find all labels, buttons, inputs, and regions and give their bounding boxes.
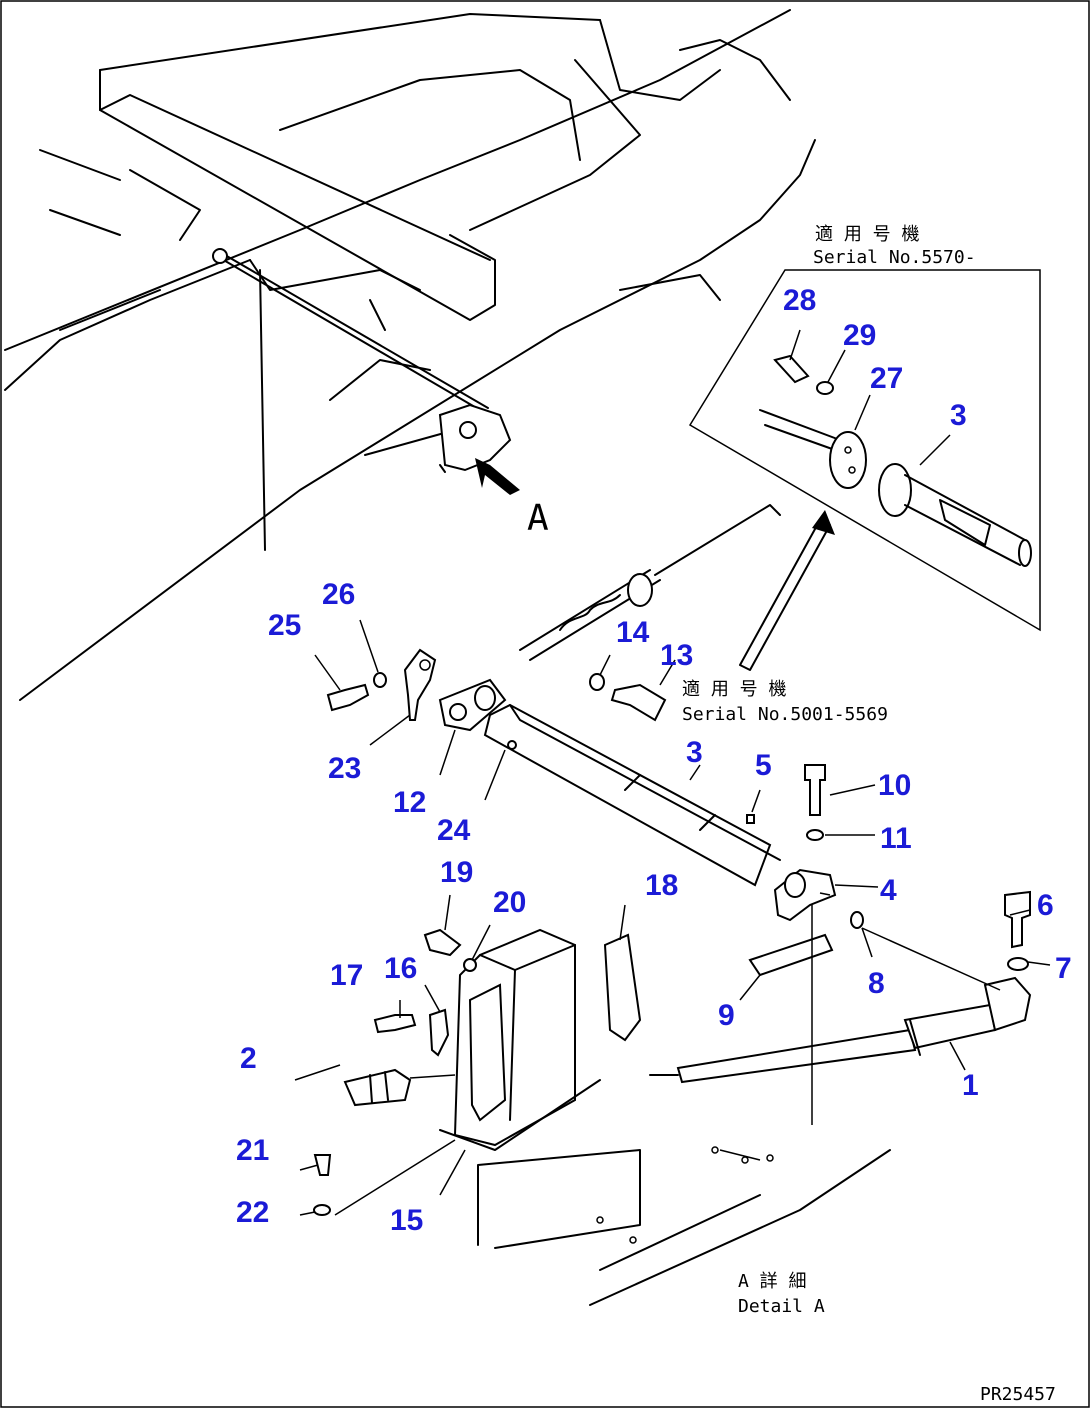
view-label: A: [527, 498, 549, 539]
bracket-18: [603, 933, 642, 1042]
serial-lower: Serial No.5001-5569: [682, 704, 888, 725]
callout-1: 1: [962, 1069, 979, 1102]
shaft-3: [483, 703, 781, 887]
callout-2: 2: [240, 1042, 257, 1075]
detail-label-jp: A 詳 細: [738, 1271, 807, 1292]
figure-code: PR25457: [980, 1384, 1056, 1405]
callout-17: 17: [330, 959, 363, 992]
serial-upper: Serial No.5570-: [813, 247, 976, 268]
leader-lines: [294, 329, 1051, 1216]
bolt-13: [610, 683, 667, 722]
bolt-28: [773, 354, 810, 384]
flange-3-upper: [878, 463, 912, 517]
callout-3-upper: 3: [950, 399, 967, 432]
washer-8: [850, 911, 864, 929]
key-5: [746, 814, 755, 824]
control-cable: [212, 248, 489, 456]
upper-serial-inset: 適 用 号 機 Serial No.5570-: [688, 224, 1041, 632]
callout-12: 12: [393, 786, 426, 819]
callout-18: 18: [645, 869, 678, 902]
bolt-17: [373, 1014, 417, 1034]
detail-label: Detail A: [738, 1296, 825, 1317]
plate-9: [748, 933, 834, 977]
cable-clip: [212, 248, 228, 264]
bolt-6: [1004, 890, 1031, 949]
callout-21: 21: [236, 1134, 269, 1167]
callout-27: 27: [870, 362, 903, 395]
linkage-rod: [519, 569, 661, 661]
inset-pointer-arrows: [654, 504, 835, 671]
serial-lower-jp: 適 用 号 機: [682, 679, 787, 700]
serial-upper-jp: 適 用 号 機: [815, 224, 920, 245]
lever-23: [403, 648, 437, 721]
callout-6: 6: [1037, 889, 1054, 922]
machine-body-outline: [4, 9, 816, 701]
callout-13: 13: [660, 639, 693, 672]
bolt-19: [423, 928, 462, 957]
callout-7: 7: [1055, 952, 1072, 985]
callout-28: 28: [783, 284, 816, 317]
bolt-25: [326, 683, 370, 712]
bracket-12: [438, 678, 507, 732]
callout-23: 23: [328, 752, 361, 785]
washer-20: [463, 958, 477, 972]
callout-26: 26: [322, 578, 355, 611]
washer-14: [589, 673, 605, 691]
callout-9: 9: [718, 999, 735, 1032]
callout-11: 11: [880, 822, 912, 855]
washer-7: [1007, 957, 1029, 971]
setscrew-24: [507, 740, 517, 750]
washer-11: [806, 829, 824, 841]
callout-16: 16: [384, 952, 417, 985]
lever-bracket-15: [439, 928, 601, 1151]
callout-3: 3: [686, 736, 703, 769]
callout-22: 22: [236, 1196, 269, 1229]
floor-plate: [477, 1146, 891, 1306]
bolt-21: [313, 1154, 332, 1176]
flange-27: [829, 431, 867, 489]
callout-19: 19: [440, 856, 473, 889]
callout-25: 25: [268, 609, 301, 642]
pin-16: [428, 1008, 450, 1057]
callout-29: 29: [843, 319, 876, 352]
callout-5: 5: [755, 749, 772, 782]
callout-10: 10: [878, 769, 911, 802]
lever-rod-1: [649, 976, 1032, 1084]
callout-labels: 1 2 3 3 4 5 6 7 8 9 10 11 12 13 14 15 16…: [236, 284, 1072, 1237]
guide-line: [819, 892, 831, 896]
view-arrow-icon: [475, 458, 520, 495]
washer-22: [313, 1204, 331, 1216]
callout-24: 24: [437, 814, 471, 847]
guide-line: [861, 927, 1001, 991]
detail-a-bracket: [438, 403, 512, 473]
callout-15: 15: [390, 1204, 423, 1237]
washer-29: [816, 381, 834, 395]
washer-26: [373, 672, 387, 688]
bolt-10: [804, 764, 826, 816]
callout-20: 20: [493, 886, 526, 919]
callout-4: 4: [880, 874, 897, 907]
callout-8: 8: [868, 967, 885, 1000]
callout-14: 14: [616, 616, 650, 649]
grip-2: [343, 1068, 412, 1107]
bracket-4: [773, 868, 837, 922]
